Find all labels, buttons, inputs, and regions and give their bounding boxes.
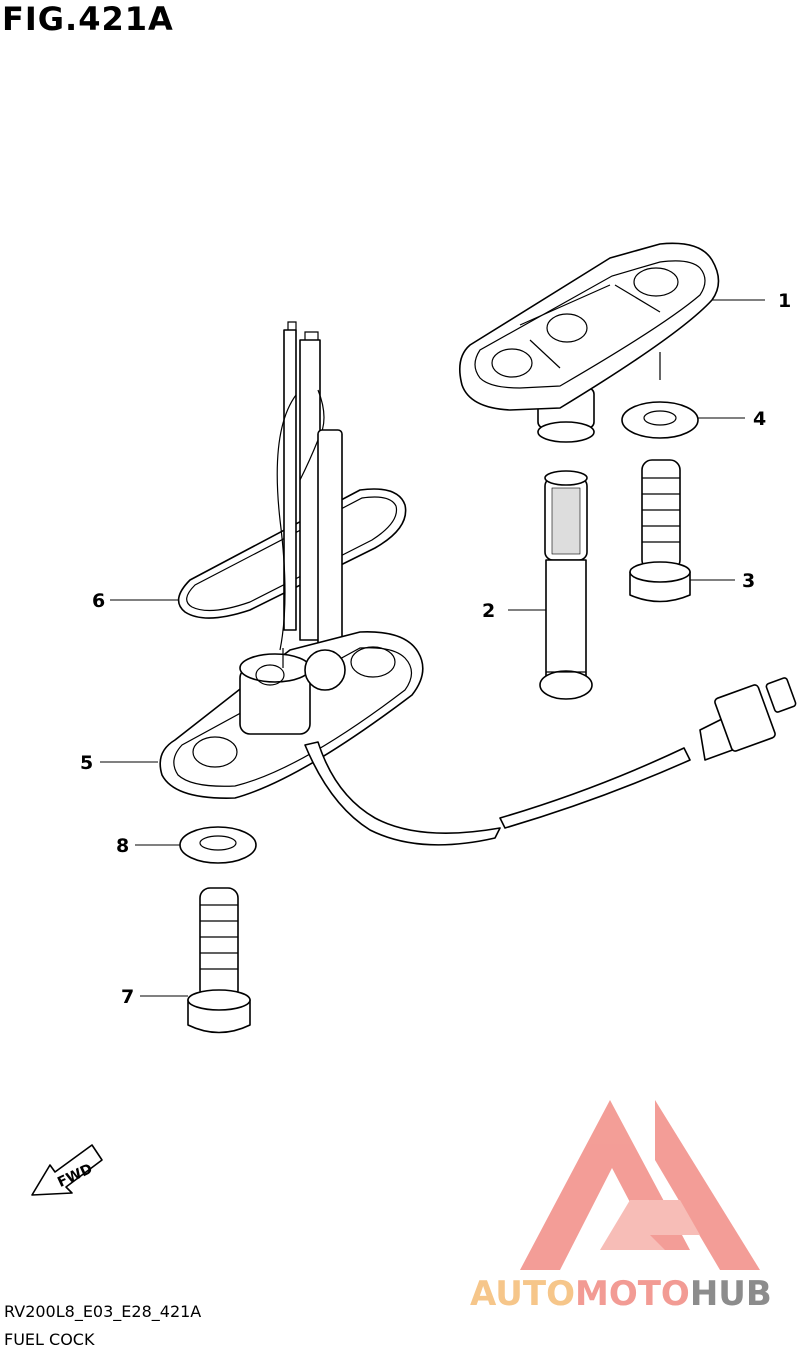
- forward-arrow-icon: FWD: [31, 1144, 103, 1196]
- watermark-part-auto: AUTO: [470, 1274, 575, 1314]
- part-3-bolt: [629, 459, 691, 603]
- diagram-code: RV200L8_E03_E28_421A: [4, 1302, 202, 1321]
- callout-1: 1: [778, 290, 791, 312]
- callout-2: 2: [482, 600, 495, 622]
- callout-4: 4: [753, 408, 766, 430]
- part-7-bolt: [187, 887, 251, 1034]
- callout-7: 7: [121, 986, 134, 1008]
- watermark-part-hub: HUB: [690, 1274, 772, 1314]
- part-8-washer: [179, 826, 257, 864]
- part-1-cock-plate: [459, 242, 720, 443]
- callout-6: 6: [92, 590, 105, 612]
- figure-title: FIG.421A: [2, 0, 174, 38]
- watermark-part-moto: MOTO: [575, 1274, 690, 1314]
- part-4-washer: [621, 401, 699, 439]
- watermark-text: AUTOMOTOHUB: [470, 1274, 772, 1314]
- callout-3: 3: [742, 570, 755, 592]
- callout-8: 8: [116, 835, 129, 857]
- part-5-fuel-sender: [159, 321, 797, 846]
- watermark-logo-icon: [520, 1100, 760, 1270]
- callout-5: 5: [80, 752, 93, 774]
- diagram-caption: FUEL COCK: [4, 1330, 95, 1349]
- part-2-strainer: [539, 470, 593, 700]
